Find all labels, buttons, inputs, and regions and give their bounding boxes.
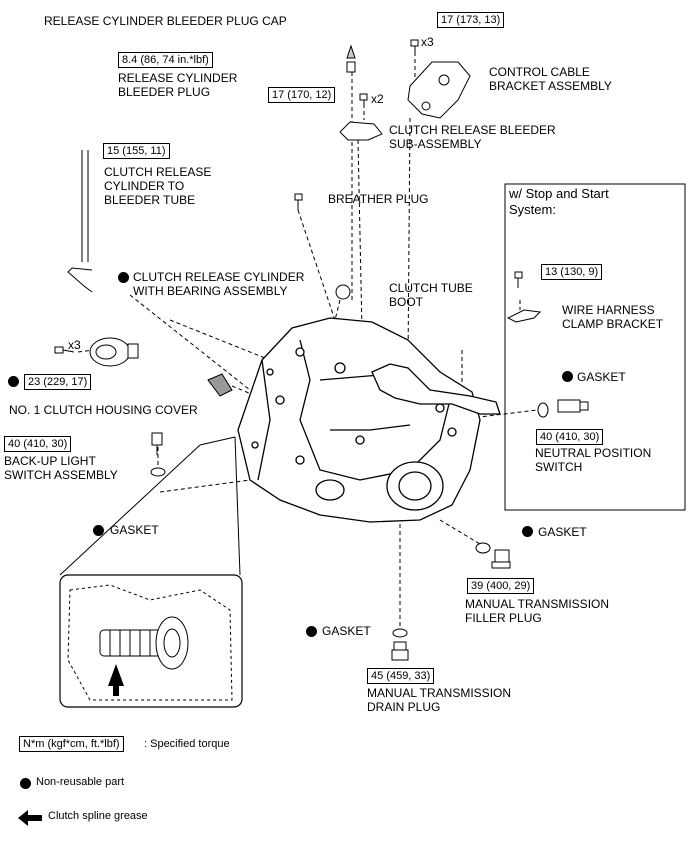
- multiplier-release-bleeder: x2: [371, 92, 384, 106]
- label-clutch-release-bleeder: CLUTCH RELEASE BLEEDER SUB-ASSEMBLY: [389, 123, 556, 151]
- stop-start-frame: [504, 183, 686, 511]
- torque-cylinder-bolt: 23 (229, 17): [24, 374, 92, 390]
- legend-spline-grease: Clutch spline grease: [48, 810, 148, 822]
- legend-torque-unit: N*m (kgf*cm, ft.*lbf): [19, 736, 124, 752]
- non-reusable-mark: [93, 525, 104, 536]
- legend-grease-arrow-icon: [18, 810, 42, 826]
- torque-release-bleeder: 17 (170, 12): [268, 87, 336, 103]
- torque-neutral-switch: 40 (410, 30): [536, 429, 604, 445]
- multiplier-cylinder-bolt: x3: [68, 338, 81, 352]
- non-reusable-mark: [522, 526, 533, 537]
- label-gasket-filler: GASKET: [538, 525, 587, 539]
- non-reusable-mark: [118, 272, 129, 283]
- label-gasket-left: GASKET: [110, 523, 159, 537]
- torque-tube: 15 (155, 11): [103, 143, 170, 159]
- label-backup-light-switch: BACK-UP LIGHT SWITCH ASSEMBLY: [4, 454, 118, 482]
- label-drain-plug: MANUAL TRANSMISSION DRAIN PLUG: [367, 686, 512, 714]
- non-reusable-mark: [306, 626, 317, 637]
- label-filler-plug: MANUAL TRANSMISSION FILLER PLUG: [465, 597, 610, 625]
- label-bleeder-plug-cap: RELEASE CYLINDER BLEEDER PLUG CAP: [44, 14, 287, 28]
- torque-drain-plug: 45 (459, 33): [367, 668, 435, 684]
- label-wire-harness-bracket: WIRE HARNESS CLAMP BRACKET: [562, 303, 664, 331]
- stop-start-title: w/ Stop and Start System:: [509, 186, 609, 217]
- label-gasket-drain: GASKET: [322, 624, 371, 638]
- torque-filler-plug: 39 (400, 29): [467, 578, 535, 594]
- label-release-cylinder-bearing: CLUTCH RELEASE CYLINDER WITH BEARING ASS…: [133, 270, 305, 298]
- label-gasket-neutral: GASKET: [577, 370, 626, 384]
- multiplier-control-bracket: x3: [421, 35, 434, 49]
- label-neutral-switch: NEUTRAL POSITION SWITCH: [535, 446, 652, 474]
- non-reusable-mark: [562, 371, 573, 382]
- label-breather-plug: BREATHER PLUG: [328, 192, 429, 206]
- torque-harness-bracket: 13 (130, 9): [541, 264, 603, 280]
- grease-arrow-icon: [108, 664, 124, 696]
- label-bleeder-plug: RELEASE CYLINDER BLEEDER PLUG: [118, 71, 238, 99]
- legend-non-reusable: Non-reusable part: [36, 776, 125, 788]
- label-clutch-tube-boot: CLUTCH TUBE BOOT: [389, 281, 473, 309]
- non-reusable-mark: [8, 376, 19, 387]
- label-control-cable-bracket: CONTROL CABLE BRACKET ASSEMBLY: [489, 65, 612, 93]
- torque-bleeder-plug: 8.4 (86, 74 in.*lbf): [118, 52, 213, 68]
- label-cylinder-to-bleeder-tube: CLUTCH RELEASE CYLINDER TO BLEEDER TUBE: [104, 165, 212, 207]
- torque-backup-switch: 40 (410, 30): [4, 436, 72, 452]
- legend-torque-desc: : Specified torque: [144, 738, 230, 750]
- label-housing-cover: NO. 1 CLUTCH HOUSING COVER: [9, 403, 198, 417]
- legend-non-reusable-mark: [20, 778, 31, 789]
- torque-control-bracket: 17 (173, 13): [437, 12, 505, 28]
